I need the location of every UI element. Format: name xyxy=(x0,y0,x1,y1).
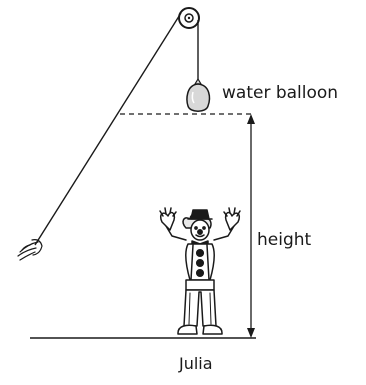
rope-to-hand xyxy=(34,12,182,246)
hand-icon xyxy=(17,239,43,261)
height-arrow-icon xyxy=(247,114,255,338)
water-balloon-icon xyxy=(186,77,211,112)
person-name-label: Julia xyxy=(179,354,213,373)
clown-figure-icon xyxy=(159,207,241,335)
water-balloon-label: water balloon xyxy=(222,83,339,103)
pulley-icon xyxy=(178,7,200,29)
height-label: height xyxy=(257,230,312,250)
